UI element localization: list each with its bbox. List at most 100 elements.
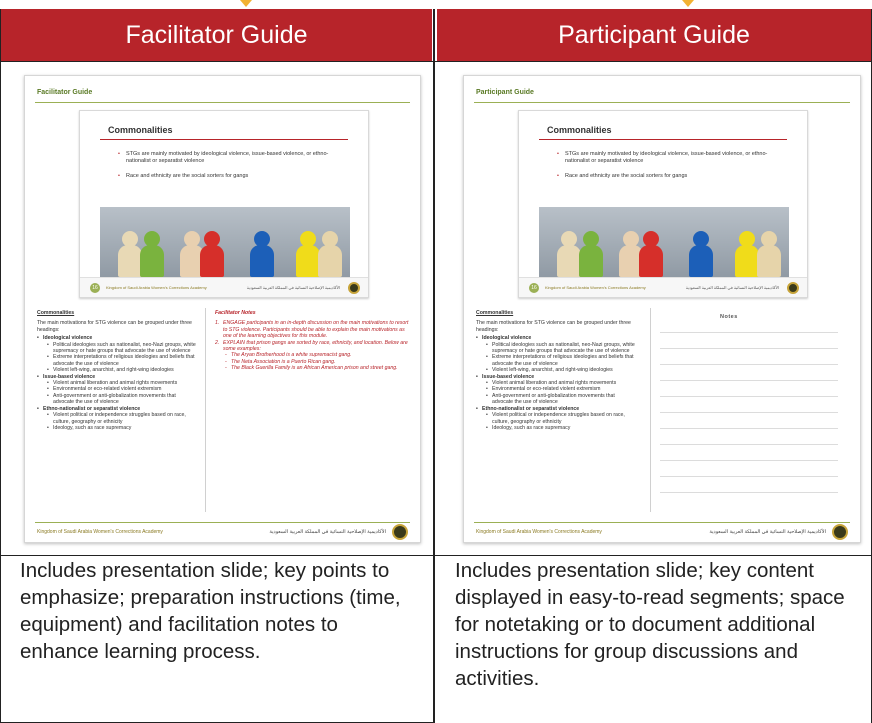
note-item: 1.ENGAGE participants in an in-depth dis…	[215, 320, 411, 339]
divider	[474, 522, 850, 523]
wooden-figure	[318, 231, 342, 277]
column-header-facilitator: Facilitator Guide	[1, 9, 432, 61]
notes-heading: Notes	[720, 314, 738, 320]
wooden-figure	[200, 231, 224, 277]
list-item: Extreme interpretations of religious ide…	[37, 354, 197, 367]
section-heading: Commonalities	[476, 310, 514, 316]
list-item: Violent animal liberation and animal rig…	[37, 380, 197, 387]
note-example: The Aryan Brotherhood is a white suprema…	[215, 352, 411, 359]
divider	[35, 102, 410, 103]
slide-bullet: STGs are mainly motivated by ideological…	[118, 151, 336, 165]
group-label: Ethno-nationalist or separatist violence	[37, 406, 197, 413]
list-item: Violent left-wing, anarchist, and right-…	[476, 367, 636, 374]
page-footer-arabic: الأكاديمية الإصلاحية النسائية في المملكة…	[709, 529, 826, 535]
section-heading: Commonalities	[37, 310, 75, 316]
note-number: 2.	[215, 339, 220, 346]
page-title: Facilitator Guide	[37, 89, 93, 96]
divider	[35, 522, 410, 523]
column-separator	[205, 308, 206, 512]
note-item: 2.EXPLAIN that prison gangs are sorted b…	[215, 340, 411, 353]
slide-footer: 16 Kingdom of Saudi Arabia Women's Corre…	[80, 277, 368, 297]
slide-bullet: STGs are mainly motivated by ideological…	[557, 151, 775, 165]
comparison-table: Facilitator Guide Participant Guide Faci…	[0, 9, 872, 723]
list-item: Violent left-wing, anarchist, and right-…	[37, 367, 197, 374]
page-title: Participant Guide	[476, 89, 534, 96]
list-item: Political ideologies such as nationalist…	[37, 342, 197, 355]
presentation-slide: Commonalities STGs are mainly motivated …	[518, 110, 808, 298]
page-footer-arabic: الأكاديمية الإصلاحية النسائية في المملكة…	[269, 529, 386, 535]
wooden-figure	[579, 231, 603, 277]
intro-text: The main motivations for STG violence ca…	[37, 320, 192, 333]
wooden-figure	[296, 231, 320, 277]
list-item: Violent political or independence strugg…	[37, 412, 197, 425]
slide-title: Commonalities	[547, 125, 612, 135]
slide-photo	[100, 207, 350, 277]
page-footer-text: Kingdom of Saudi Arabia Women's Correcti…	[37, 529, 163, 535]
list-item: Anti-government or anti-globalization mo…	[476, 393, 636, 406]
note-text: EXPLAIN that prison gangs are sorted by …	[223, 339, 408, 353]
divider	[539, 139, 787, 140]
note-line	[660, 332, 838, 333]
slide-title: Commonalities	[108, 125, 173, 135]
slide-footer-text: Kingdom of Saudi Arabia Women's Correcti…	[545, 285, 646, 290]
wooden-figure	[118, 231, 142, 277]
arrow-down-icon	[682, 0, 694, 7]
list-item: Political ideologies such as nationalist…	[476, 342, 636, 355]
facilitator-notes: Facilitator Notes 1.ENGAGE participants …	[215, 310, 411, 372]
slide-number: 16	[90, 283, 100, 293]
wooden-figure	[757, 231, 781, 277]
academy-seal-icon	[787, 282, 799, 294]
list-item: Environmental or eco-related violent ext…	[476, 386, 636, 393]
academy-seal-icon	[832, 524, 848, 540]
note-line	[660, 428, 838, 429]
academy-seal-icon	[348, 282, 360, 294]
wooden-figure	[639, 231, 663, 277]
content-column: Commonalities The main motivations for S…	[37, 310, 197, 432]
note-line	[660, 444, 838, 445]
column-header-participant: Participant Guide	[437, 9, 871, 61]
slide-footer-text: Kingdom of Saudi Arabia Women's Correcti…	[106, 285, 207, 290]
list-item: Extreme interpretations of religious ide…	[476, 354, 636, 367]
presentation-slide: Commonalities STGs are mainly motivated …	[79, 110, 369, 298]
note-line	[660, 364, 838, 365]
facilitator-description: Includes presentation slide; key points …	[20, 559, 401, 663]
note-line	[660, 348, 838, 349]
facilitator-guide-page: Facilitator Guide Commonalities STGs are…	[24, 75, 421, 543]
page-footer-text: Kingdom of Saudi Arabia Women's Correcti…	[476, 529, 602, 535]
row-rule-right	[435, 555, 872, 556]
list-item: Anti-government or anti-globalization mo…	[37, 393, 197, 406]
column-separator	[650, 308, 651, 512]
slide-bullet: Race and ethnicity are the social sorter…	[557, 173, 775, 180]
divider	[474, 102, 850, 103]
list-item: Ideology, such as race supremacy	[37, 425, 197, 432]
list-item: Environmental or eco-related violent ext…	[37, 386, 197, 393]
slide-footer: 16 Kingdom of Saudi Arabia Women's Corre…	[519, 277, 807, 297]
slide-bullet: Race and ethnicity are the social sorter…	[118, 173, 336, 180]
note-line	[660, 412, 838, 413]
group-label: Ethno-nationalist or separatist violence	[476, 406, 636, 413]
note-line	[660, 476, 838, 477]
wooden-figure	[140, 231, 164, 277]
group-label: Issue-based violence	[37, 374, 197, 381]
slide-footer-arabic: الأكاديمية الإصلاحية النسائية في المملكة…	[246, 285, 340, 290]
table-divider	[433, 9, 435, 723]
divider	[100, 139, 348, 140]
academy-seal-icon	[392, 524, 408, 540]
participant-guide-page: Participant Guide Commonalities STGs are…	[463, 75, 861, 543]
wooden-figure	[735, 231, 759, 277]
content-column: Commonalities The main motivations for S…	[476, 310, 636, 432]
row-rule-left	[0, 555, 434, 556]
note-line	[660, 396, 838, 397]
table-border-left	[0, 9, 1, 723]
arrow-down-icon	[240, 0, 252, 7]
note-example: The Neta Association is a Puerto Rican g…	[215, 359, 411, 366]
note-line	[660, 380, 838, 381]
list-item: Ideology, such as race supremacy	[476, 425, 636, 432]
note-line	[660, 460, 838, 461]
header-rule	[0, 61, 872, 62]
group-label: Ideological violence	[37, 335, 197, 342]
list-item: Violent political or independence strugg…	[476, 412, 636, 425]
notes-heading: Facilitator Notes	[215, 310, 256, 316]
note-example: The Black Guerilla Family is an African …	[215, 365, 411, 372]
slide-footer-arabic: الأكاديمية الإصلاحية النسائية في المملكة…	[685, 285, 779, 290]
